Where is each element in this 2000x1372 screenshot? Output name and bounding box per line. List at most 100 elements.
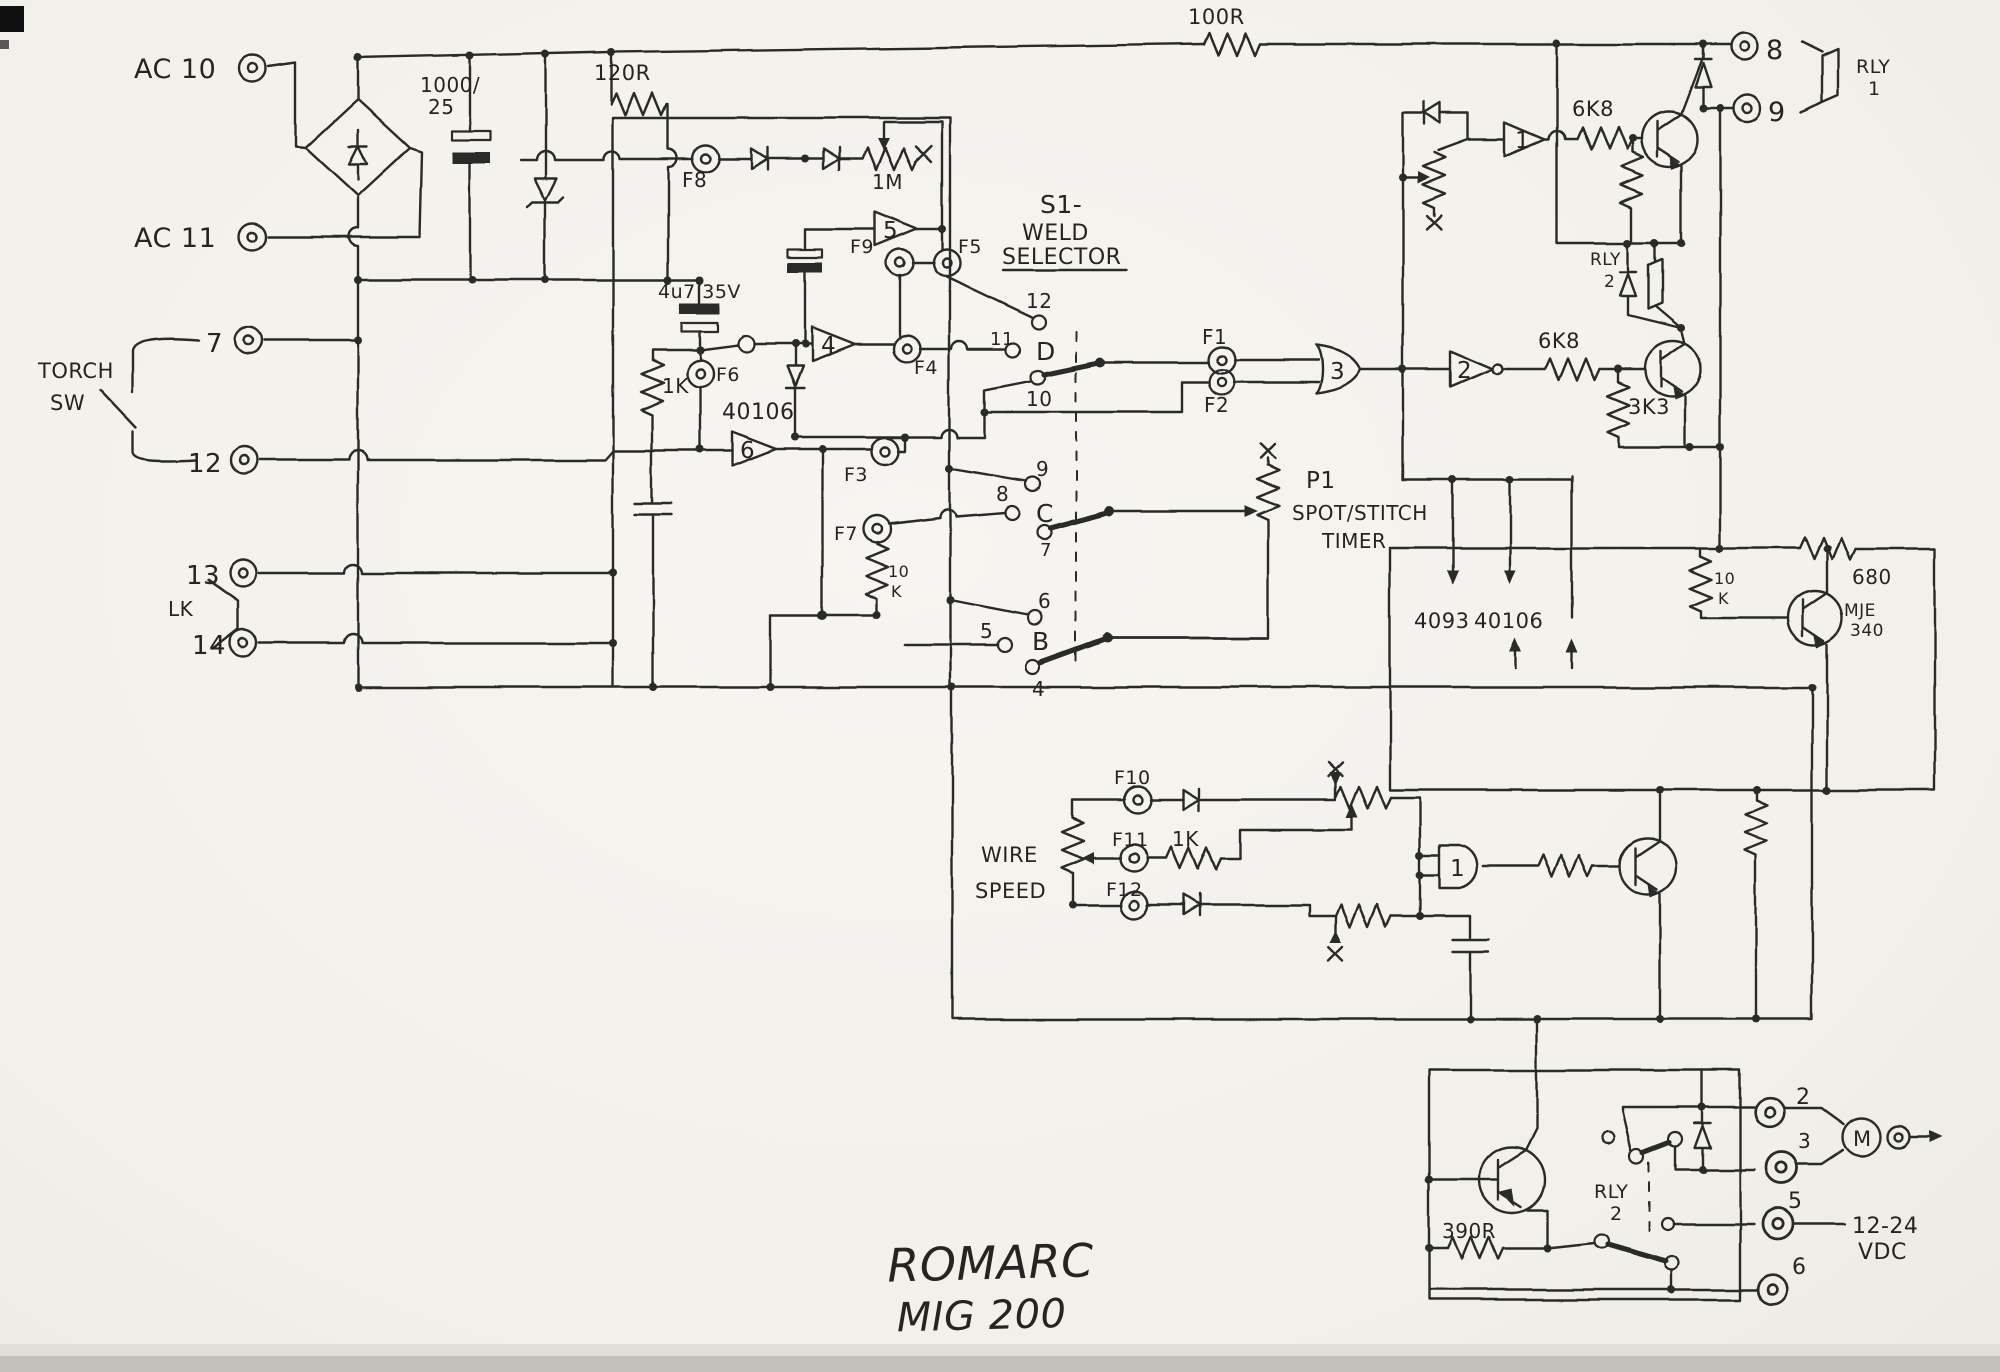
- label-sel-d11: 11: [990, 329, 1014, 350]
- relay-driver-section: [1399, 31, 1840, 550]
- label-g5: 5: [883, 218, 898, 244]
- label-t2: 2: [1796, 1085, 1811, 1110]
- label-sel-b6: 6: [1038, 589, 1051, 613]
- label-rly2b-2: 2: [1610, 1203, 1623, 1225]
- p1-pot-icon: [1105, 442, 1277, 640]
- label-p1: P1: [1306, 468, 1336, 494]
- label-sel-b: B: [1032, 627, 1050, 656]
- label-speed: SPEED: [975, 879, 1046, 903]
- transistor-2-icon: [1643, 339, 1703, 399]
- label-lk: LK: [168, 597, 194, 621]
- label-cap-main-1: 1000/: [420, 73, 480, 97]
- label-g6: 6: [740, 438, 755, 464]
- label-sel-c: C: [1036, 499, 1054, 528]
- label-f8: F8: [682, 168, 707, 192]
- terminal-7: [233, 325, 263, 355]
- label-ac10: AC 10: [134, 54, 216, 85]
- terminal-8: [1730, 31, 1760, 61]
- label-3k3: 3K3: [1628, 395, 1670, 419]
- gate-5: [803, 210, 944, 252]
- label-f11: F11: [1112, 829, 1149, 851]
- logic-box: [356, 116, 1814, 689]
- terminal-6: [1756, 1273, 1790, 1307]
- label-sel-d: D: [1036, 337, 1056, 366]
- label-weld: WELD: [1022, 221, 1089, 246]
- label-t12: 12: [188, 449, 222, 479]
- diode-icon: [1422, 100, 1442, 126]
- label-f12: F12: [1106, 879, 1143, 901]
- label-t9: 9: [1768, 97, 1786, 128]
- label-f4: F4: [914, 357, 938, 379]
- label-sel-c7: 7: [1040, 540, 1052, 561]
- label-g3: 3: [1330, 359, 1345, 385]
- label-r120: 120R: [594, 61, 651, 85]
- label-mje: MJE: [1844, 601, 1876, 621]
- label-wire: WIRE: [981, 843, 1038, 867]
- label-cap-4u7: 4u7 35V: [658, 281, 741, 303]
- label-t14: 14: [192, 631, 226, 661]
- spot-timer-section: [1105, 343, 1405, 640]
- label-6k8-b: 6K8: [1538, 329, 1580, 353]
- label-vdc-1: 12-24: [1852, 1214, 1918, 1239]
- label-f9: F9: [850, 236, 874, 258]
- terminal-f9: [885, 248, 915, 278]
- label-40106b: 40106: [1474, 609, 1543, 633]
- relay-diode-icon: [1692, 1068, 1712, 1172]
- label-cap-main-2: 25: [428, 95, 454, 119]
- label-r100: 100R: [1188, 5, 1245, 29]
- terminal-3: [1765, 1151, 1799, 1185]
- label-vdc-2: VDC: [1858, 1240, 1907, 1265]
- terminal-2: [1753, 1095, 1787, 1129]
- label-t13: 13: [186, 561, 220, 591]
- label-f3: F3: [844, 464, 868, 486]
- label-motor-m: M: [1853, 1127, 1872, 1151]
- motor-icon: [1841, 1116, 1883, 1158]
- title-block: ROMARC MIG 200: [887, 1233, 1095, 1341]
- label-rly2-1: RLY: [1590, 250, 1621, 270]
- zener-icon: [525, 52, 565, 282]
- mje340-transistor-icon: [1786, 589, 1844, 647]
- label-r1k-a: 1K: [662, 374, 689, 398]
- label-6k8-a: 6K8: [1572, 97, 1614, 121]
- label-torch: TORCH: [37, 359, 114, 383]
- weld-selector-section: [903, 313, 1270, 676]
- label-sel-b4: 4: [1032, 677, 1045, 701]
- label-4093: 4093: [1414, 609, 1469, 633]
- label-r10k-a2: K: [891, 582, 902, 601]
- title-brand: ROMARC: [887, 1233, 1095, 1292]
- rly1-coil-icon: [1800, 40, 1840, 114]
- diode-4-icon: [784, 342, 806, 439]
- label-sel-c9: 9: [1036, 457, 1049, 481]
- label-sel-d10: 10: [1026, 387, 1052, 411]
- terminal-ac11: [237, 222, 267, 252]
- label-sel-b5: 5: [980, 619, 993, 643]
- label-sel-d12: 12: [1026, 289, 1052, 313]
- label-f7: F7: [834, 523, 858, 545]
- diode-icon: [821, 146, 841, 172]
- title-model: MIG 200: [896, 1291, 1067, 1341]
- torch-switch-section: [98, 278, 734, 691]
- label-t7: 7: [206, 329, 223, 359]
- label-rly2b-1: RLY: [1594, 1181, 1628, 1203]
- gate-2: [1401, 349, 1547, 389]
- rly2-diode-icon: [1618, 241, 1683, 330]
- label-680: 680: [1852, 565, 1892, 589]
- gate-1b: [1438, 843, 1622, 890]
- label-rly1-2: 1: [1868, 78, 1881, 100]
- diode-icon: [1181, 787, 1201, 813]
- terminal-14: [228, 628, 258, 658]
- label-r10k-a1: 10: [888, 562, 909, 581]
- label-g1b: 1: [1450, 856, 1465, 882]
- label-r10k-b2: K: [1718, 589, 1729, 608]
- scan-artifacts: [0, 6, 2000, 1372]
- label-spot-stitch: SPOT/STITCH: [1292, 501, 1428, 525]
- label-g2: 2: [1457, 358, 1472, 384]
- rly2-coil-icon: [1646, 241, 1683, 330]
- motor-relay-section: [1425, 1015, 1943, 1307]
- diode-icon: [750, 146, 770, 172]
- bridge-rectifier-icon: [304, 98, 412, 198]
- terminal-ac10: [237, 53, 267, 83]
- label-f2: F2: [1204, 393, 1229, 417]
- label-sel-c8: 8: [996, 482, 1009, 506]
